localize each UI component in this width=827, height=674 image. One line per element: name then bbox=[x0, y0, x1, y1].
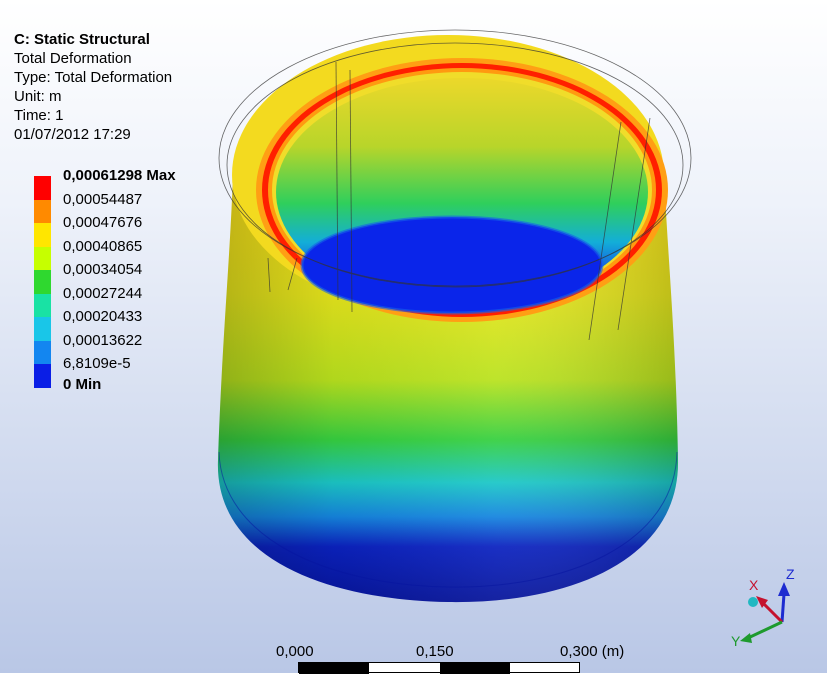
z-axis-arrowhead bbox=[778, 582, 790, 596]
scale-label-150: 0,150 bbox=[416, 643, 454, 660]
legend-swatch bbox=[34, 340, 51, 365]
triad-z-label: Z bbox=[786, 566, 795, 582]
scale-label-0: 0,000 bbox=[276, 643, 314, 660]
x-axis-arrowhead bbox=[756, 596, 768, 608]
legend-swatch bbox=[34, 293, 51, 318]
legend-swatch bbox=[34, 199, 51, 224]
legend-value: 0,00047676 bbox=[63, 214, 143, 231]
legend-value: 0,00027244 bbox=[63, 284, 143, 302]
y-axis-arrowhead bbox=[740, 633, 752, 643]
y-axis-arrow bbox=[747, 620, 783, 640]
x-axis-arrow bbox=[761, 601, 784, 624]
inner-bottom-edge bbox=[300, 215, 604, 315]
legend-value: 0,00020433 bbox=[63, 308, 143, 325]
legend-max-label: 0,00061298 Max bbox=[63, 167, 176, 184]
z-axis-arrow bbox=[780, 593, 786, 623]
result-date: 01/07/2012 17:29 bbox=[14, 126, 131, 143]
result-header: C: Static Structural Total Deformation T… bbox=[14, 30, 172, 144]
scale-bar-segment bbox=[440, 663, 510, 674]
legend-value: 0,00013622 bbox=[63, 331, 143, 349]
analysis-title: C: Static Structural bbox=[14, 31, 150, 48]
undeformed-wireframe bbox=[218, 29, 692, 341]
triad-origin-sphere bbox=[748, 597, 758, 607]
result-time: Time: 1 bbox=[14, 107, 64, 124]
legend-value: 6,8109e-5 bbox=[63, 355, 131, 372]
legend-value: 0,00054487 bbox=[63, 190, 143, 208]
result-unit: Unit: m bbox=[14, 88, 62, 105]
inner-bottom bbox=[302, 217, 602, 313]
legend-value: 0,00040865 bbox=[63, 237, 143, 255]
legend-swatch bbox=[34, 270, 51, 294]
legend-min-label: 0 Min bbox=[63, 376, 102, 393]
legend-value: 0,00034054 bbox=[63, 261, 143, 278]
result-type: Type: Total Deformation bbox=[14, 69, 173, 86]
legend-swatch bbox=[34, 364, 51, 388]
scale-label-300: 0,300 (m) bbox=[560, 643, 625, 660]
legend-swatch bbox=[34, 176, 51, 200]
legend-swatch bbox=[34, 223, 51, 247]
axis-triad[interactable] bbox=[728, 560, 818, 650]
legend-swatch bbox=[34, 317, 51, 341]
triad-y-label: Y bbox=[731, 633, 741, 649]
legend-swatch bbox=[34, 246, 51, 271]
scale-bar bbox=[298, 662, 580, 674]
scale-bar-segment bbox=[299, 663, 369, 674]
result-name: Total Deformation bbox=[14, 50, 132, 67]
triad-x-label: X bbox=[749, 577, 759, 593]
